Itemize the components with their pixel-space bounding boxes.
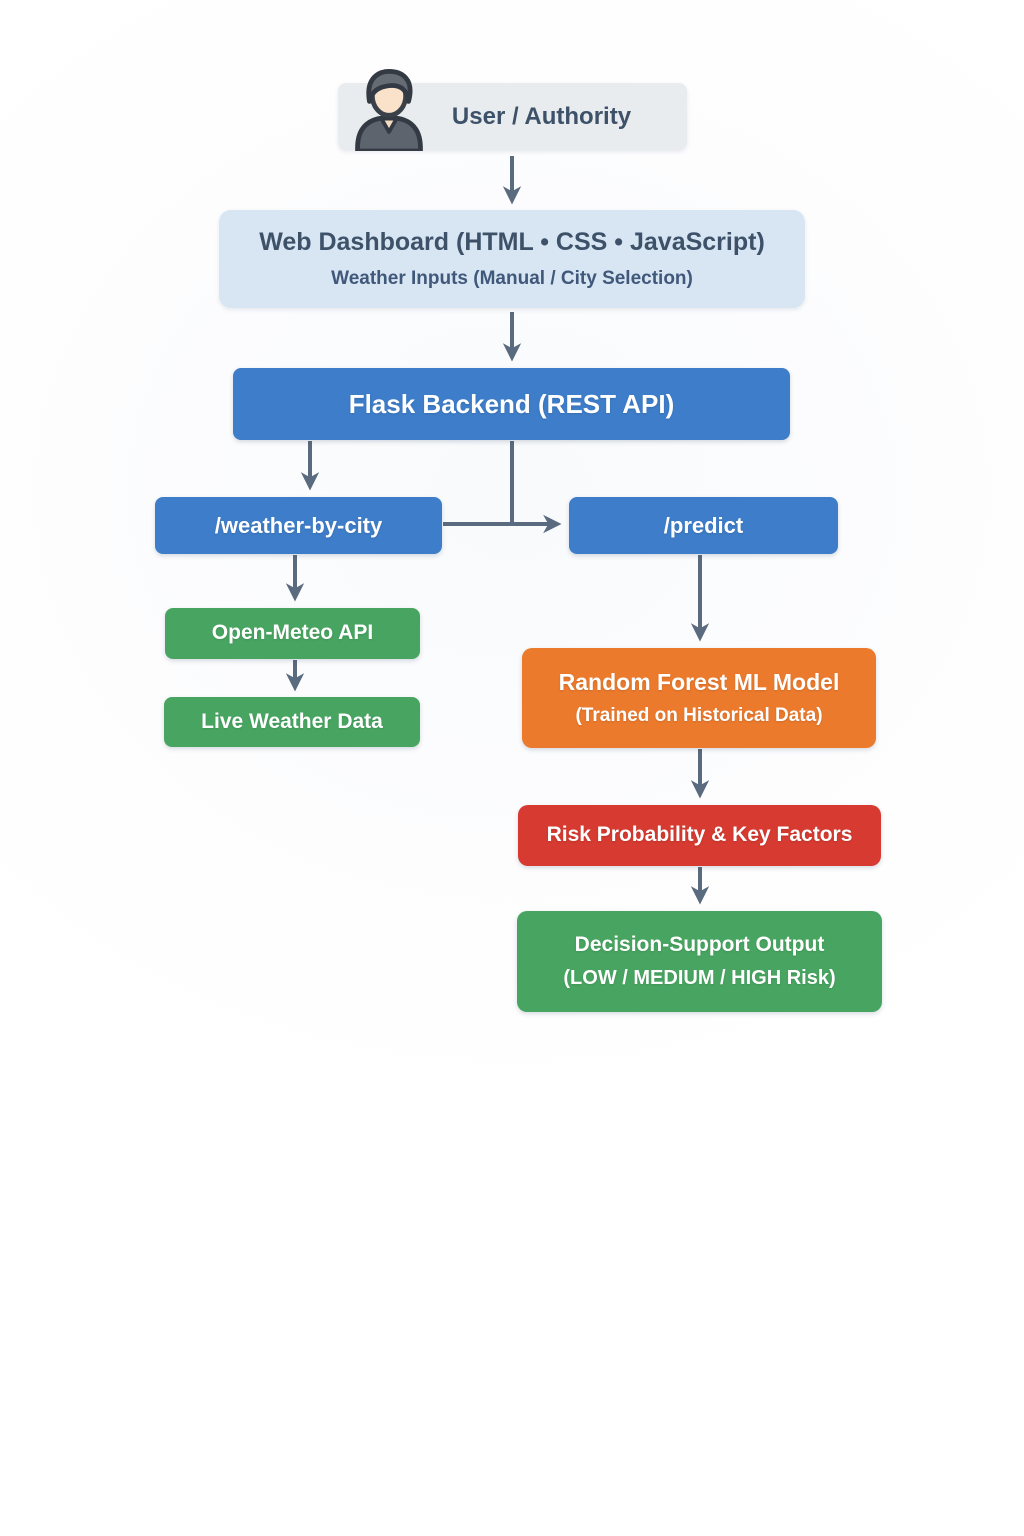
risk-probability-label: Risk Probability & Key Factors (546, 823, 853, 847)
decision-output-subtitle: (LOW / MEDIUM / HIGH Risk) (563, 967, 836, 990)
node-predict-endpoint: /predict (569, 497, 838, 554)
node-flask-backend: Flask Backend (REST API) (233, 368, 790, 440)
node-decision-support-output: Decision-Support Output (LOW / MEDIUM / … (517, 911, 882, 1012)
node-web-dashboard: Web Dashboard (HTML • CSS • JavaScript) … (219, 210, 805, 308)
node-user-authority: User / Authority (338, 69, 687, 151)
node-weather-by-city-endpoint: /weather-by-city (155, 497, 442, 554)
random-forest-title: Random Forest ML Model (558, 669, 840, 696)
decision-output-title: Decision-Support Output (574, 932, 825, 956)
person-icon (355, 69, 423, 151)
node-live-weather-data: Live Weather Data (164, 697, 420, 747)
predict-label: /predict (663, 512, 744, 538)
open-meteo-label: Open-Meteo API (211, 621, 374, 645)
web-dashboard-subtitle: Weather Inputs (Manual / City Selection) (331, 268, 693, 290)
weather-by-city-label: /weather-by-city (214, 512, 383, 538)
node-random-forest-model: Random Forest ML Model (Trained on Histo… (522, 648, 876, 748)
node-risk-probability: Risk Probability & Key Factors (518, 805, 881, 866)
user-authority-label: User / Authority (451, 102, 632, 130)
live-weather-label: Live Weather Data (201, 709, 383, 733)
node-open-meteo-api: Open-Meteo API (165, 608, 420, 659)
random-forest-subtitle: (Trained on Historical Data) (575, 705, 823, 726)
web-dashboard-title: Web Dashboard (HTML • CSS • JavaScript) (259, 228, 765, 256)
flask-backend-label: Flask Backend (REST API) (348, 388, 675, 419)
